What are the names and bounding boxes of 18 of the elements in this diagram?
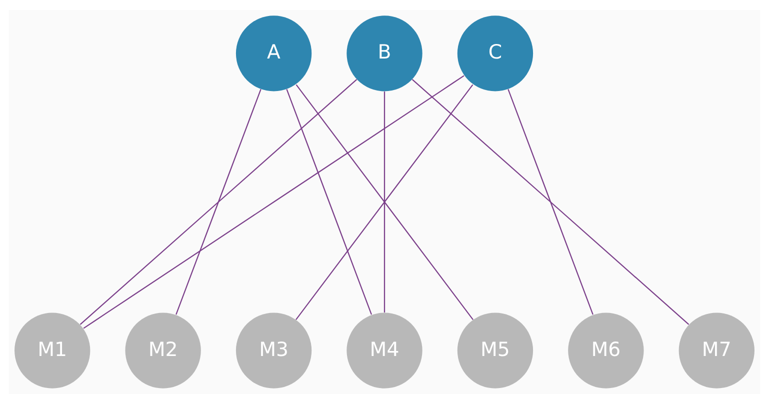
node-circle: A [236, 15, 312, 91]
node-circle: M3 [236, 312, 312, 388]
node-circle: B [346, 15, 422, 91]
connector [83, 74, 464, 328]
connector [286, 88, 372, 314]
connector [508, 88, 594, 314]
connector [384, 91, 386, 312]
connector [80, 78, 358, 324]
node-circle: M7 [678, 312, 754, 388]
node-circle: M6 [568, 312, 644, 388]
node-circle: M2 [125, 312, 201, 388]
node-circle: M4 [346, 312, 422, 388]
connector [176, 88, 262, 314]
connector [412, 78, 690, 324]
node-circle: M1 [14, 312, 90, 388]
node-circle: M5 [457, 312, 534, 388]
connector [296, 84, 474, 320]
node-circle: C [457, 15, 534, 91]
